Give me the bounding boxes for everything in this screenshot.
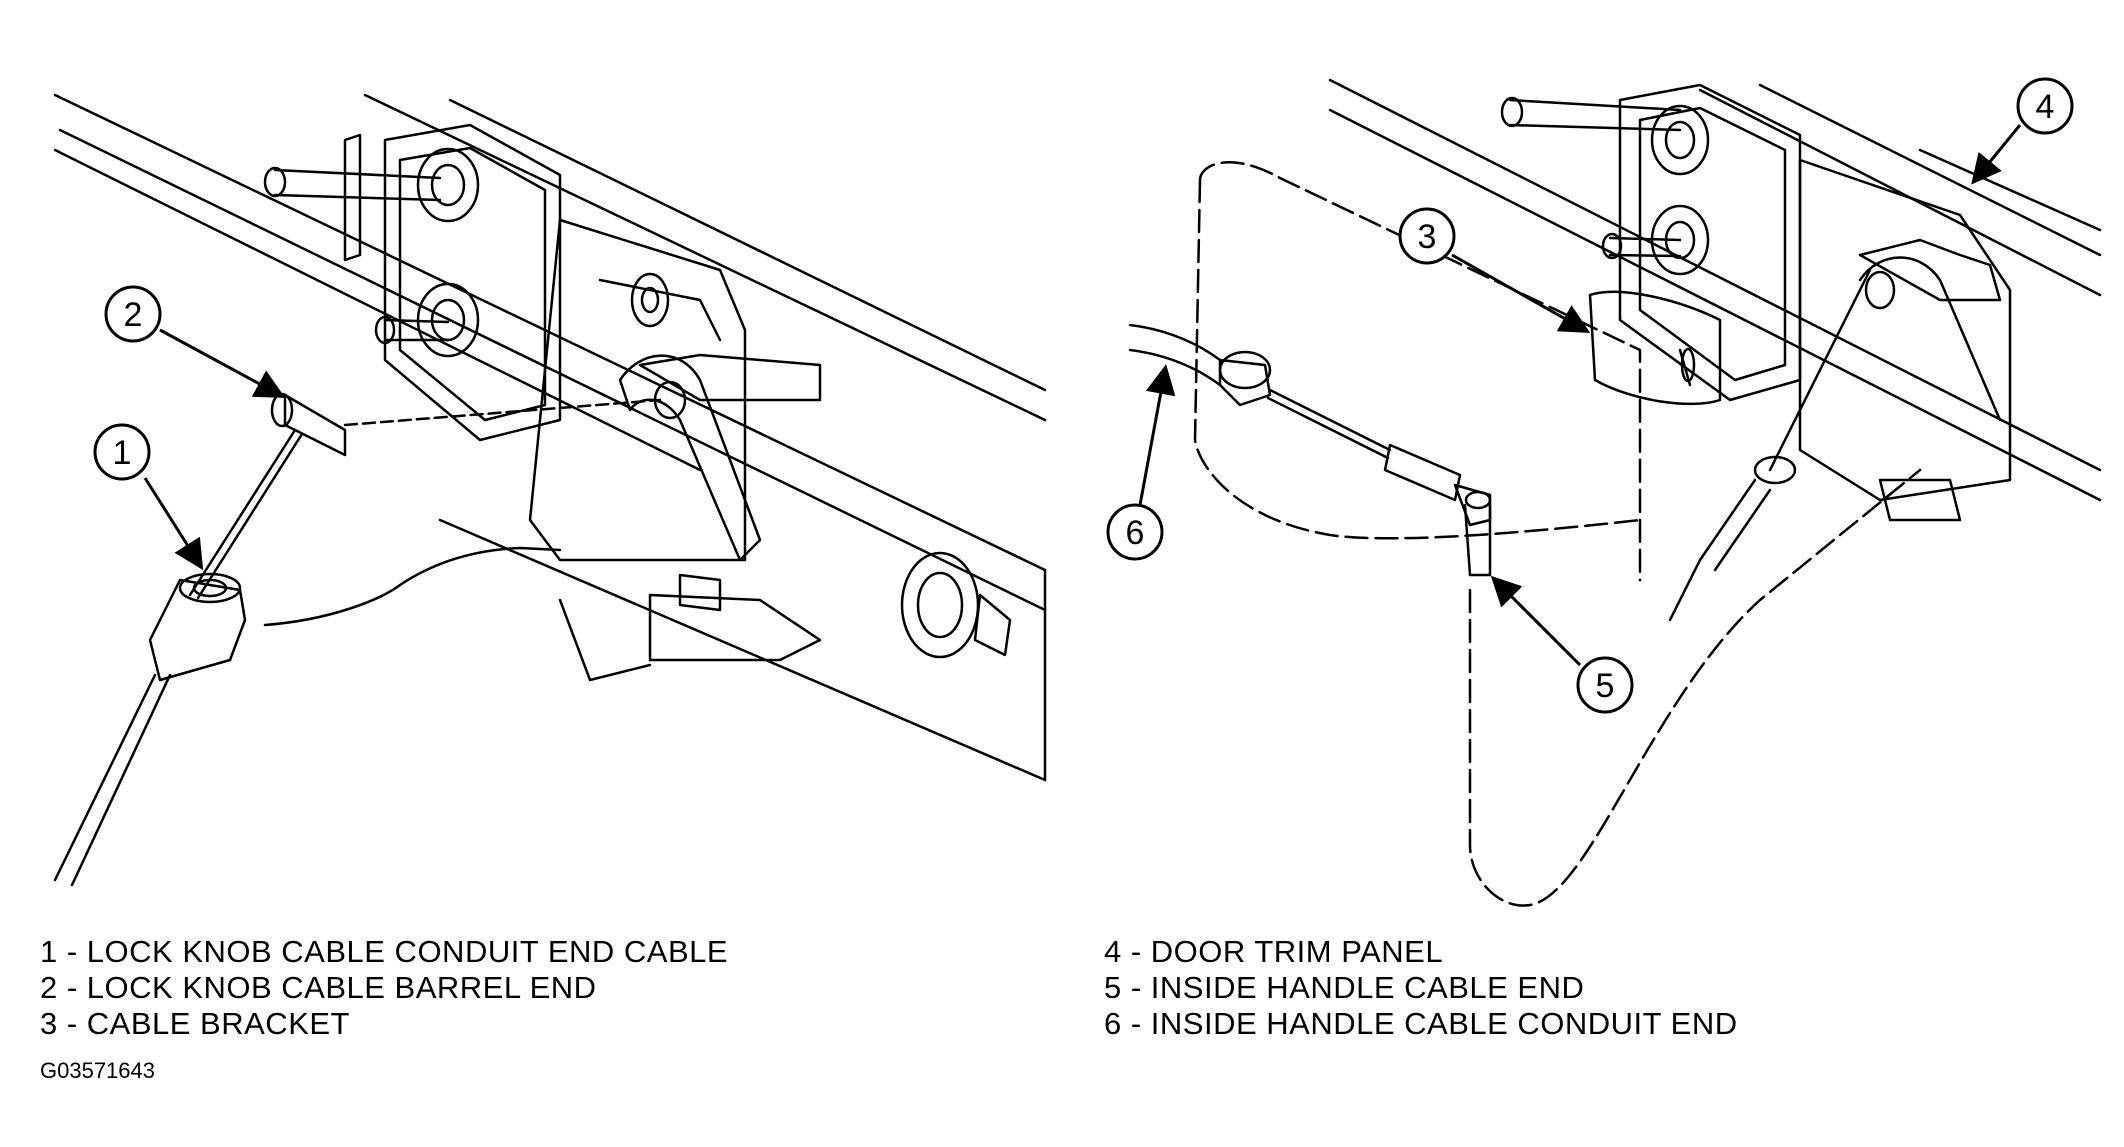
legend-right: 4 - DOOR TRIM PANEL 5 - INSIDE HANDLE CA… [1104,934,1738,1042]
callout-2-number: 2 [124,296,143,334]
callout-5: 5 [1490,575,1634,714]
callout-5-number: 5 [1596,667,1615,705]
callout-1-number: 1 [113,434,132,472]
left-illustration [53,93,1047,887]
callout-4: 4 [1971,77,2074,185]
legend-item-6: 6 - INSIDE HANDLE CABLE CONDUIT END [1104,1006,1738,1041]
callout-6: 6 [1106,364,1176,561]
legend-item-2: 2 - LOCK KNOB CABLE BARREL END [40,970,597,1005]
callout-2: 2 [104,285,286,398]
callout-3-number: 3 [1418,218,1437,256]
legend-item-1: 1 - LOCK KNOB CABLE CONDUIT END CABLE [40,934,729,969]
legend-item-5: 5 - INSIDE HANDLE CABLE END [1104,970,1585,1005]
right-illustration [1128,78,2102,907]
callout-6-number: 6 [1126,514,1145,552]
legend-left: 1 - LOCK KNOB CABLE CONDUIT END CABLE 2 … [40,934,728,1042]
callout-1: 1 [93,423,204,571]
figure-id: G03571643 [40,1058,155,1083]
legend-item-4: 4 - DOOR TRIM PANEL [1104,934,1444,969]
legend-item-3: 3 - CABLE BRACKET [40,1006,350,1041]
callout-4-number: 4 [2036,88,2055,126]
callout-3: 3 [1398,207,1591,333]
